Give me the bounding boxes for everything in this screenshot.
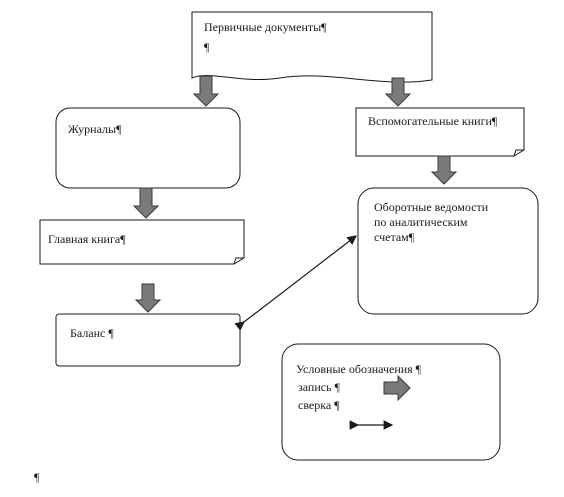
balance-label: Баланс ¶ <box>70 326 114 340</box>
journals-label: Журналы¶ <box>68 122 122 136</box>
auxiliary-books-box <box>355 107 525 157</box>
arrow-auxiliary-to-turnover <box>430 155 458 185</box>
legend-entry-arrow-icon <box>383 374 411 402</box>
general-ledger-label: Главная книга¶ <box>48 232 126 246</box>
turnover-sheets-box <box>357 187 539 315</box>
journals-box <box>55 107 241 189</box>
legend-box <box>281 343 501 461</box>
arrow-primary-to-auxiliary <box>384 77 412 107</box>
arrow-journals-to-ledger <box>132 187 160 219</box>
legend-reconciliation-label: сверка ¶ <box>298 398 340 412</box>
primary-docs-label: Первичные документы¶ <box>204 20 327 34</box>
legend-title: Условные обозначения ¶ <box>296 362 422 376</box>
auxiliary-books-label: Вспомогательные книги¶ <box>368 114 498 128</box>
arrow-ledger-to-balance <box>134 283 162 313</box>
reconciliation-line <box>234 235 357 331</box>
page-pilcrow: ¶ <box>34 470 40 484</box>
turnover-sheets-label: Оборотные ведомости по аналитическим сче… <box>374 200 489 244</box>
arrow-primary-to-journals <box>192 75 220 107</box>
legend-entry-label: запись ¶ <box>298 380 340 394</box>
primary-docs-mark: ¶ <box>204 40 210 54</box>
balance-box <box>55 313 241 367</box>
auxiliary-books-fold <box>513 149 524 157</box>
